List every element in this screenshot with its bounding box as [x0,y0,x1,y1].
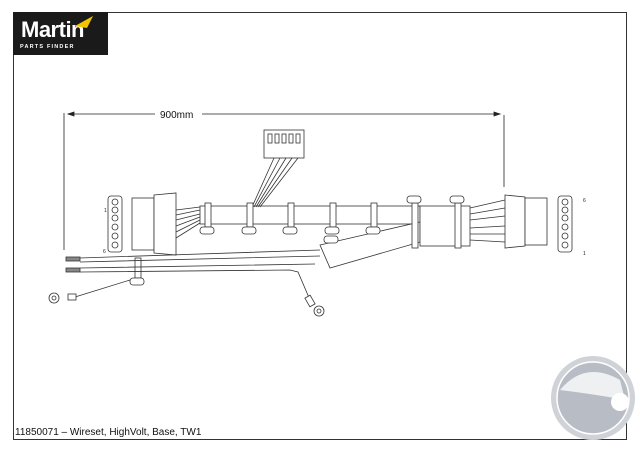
watermark-globe-icon [551,356,635,440]
left-connector-shell [153,192,177,256]
five-pin-connector [263,129,305,159]
right-pin-label-bottom: 1 [583,251,586,257]
left-connector-body [131,197,155,251]
right-connector-body [524,197,548,246]
dimension-line [63,111,505,250]
logo-brand: Martin [21,17,85,42]
drawing-frame [13,12,627,440]
left-pin-label-bottom: 6 [103,249,106,255]
right-connector-shell [504,194,526,249]
right-pin-label-top: 6 [583,198,586,204]
dimension-label: 900mm [160,110,193,121]
cable-ties [129,195,465,286]
logo-subtitle: PARTS FINDER [20,44,75,50]
main-bundle [199,205,421,225]
martin-parts-finder-logo: Martin PARTS FINDER [13,12,108,55]
logo-flag-icon [75,16,93,28]
part-caption: 11850071 – Wireset, HighVolt, Base, TW1 [15,427,202,438]
right-bundle-sleeve [419,205,471,247]
left-pin-label-top: 1 [104,208,107,214]
